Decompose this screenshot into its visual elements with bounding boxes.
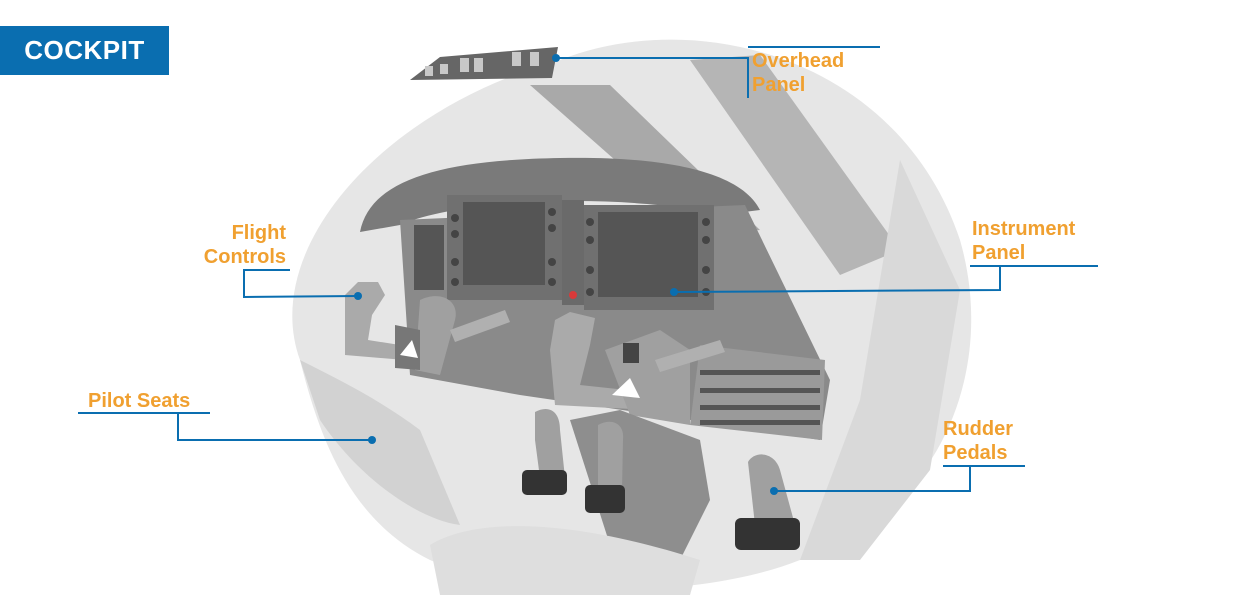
glareshield — [360, 157, 760, 232]
leader-lines — [78, 46, 1098, 492]
leader-dots — [354, 54, 778, 495]
pilot-seats-leader — [78, 412, 372, 441]
instrument-panel-label: Instrument Panel — [972, 218, 1076, 264]
flight-controls-label: Flight Controls — [203, 222, 286, 268]
pilot-seat-cushion — [430, 526, 700, 595]
pfd-knobs — [451, 208, 556, 286]
mfd-screen — [598, 212, 698, 297]
pilot-seats-label: Pilot Seats — [88, 390, 191, 412]
right-yoke — [550, 312, 650, 410]
right-rudder-pedal — [735, 518, 800, 550]
pfd-screen — [463, 202, 545, 285]
right-yoke-shaft — [655, 340, 725, 372]
center-stack — [562, 200, 584, 305]
left-rudder-pedal-arm — [535, 409, 565, 478]
page-title: COCKPIT — [24, 35, 145, 65]
left-yoke — [345, 282, 405, 360]
middle-rudder-pedal — [585, 485, 625, 513]
title-badge: COCKPIT — [0, 26, 169, 75]
flight-controls-leader — [243, 269, 359, 299]
right-yoke-switch — [623, 343, 639, 363]
mfd-knobs — [586, 218, 710, 296]
right-yoke-emblem — [612, 378, 640, 398]
pilot-seat — [300, 360, 460, 525]
right-sidewall — [800, 160, 960, 560]
rudder-leader — [774, 465, 1025, 492]
overhead-panel-label: Overhead Panel — [752, 50, 845, 96]
instrument-leader — [673, 265, 1098, 293]
red-indicator — [569, 291, 577, 299]
rudder-pedals-label: Rudder Pedals — [943, 418, 1013, 464]
left-standby-display — [414, 225, 444, 290]
canopy-frame-right — [690, 55, 900, 275]
left-yoke-column — [415, 296, 456, 375]
left-rudder-pedal — [522, 470, 567, 495]
left-yoke-emblem — [400, 340, 418, 358]
overhead-leader — [556, 46, 880, 98]
overhead-switches — [425, 52, 539, 76]
middle-rudder-pedal-arm — [598, 421, 624, 490]
left-yoke-shaft — [450, 310, 510, 342]
breaker-rows — [700, 370, 820, 425]
